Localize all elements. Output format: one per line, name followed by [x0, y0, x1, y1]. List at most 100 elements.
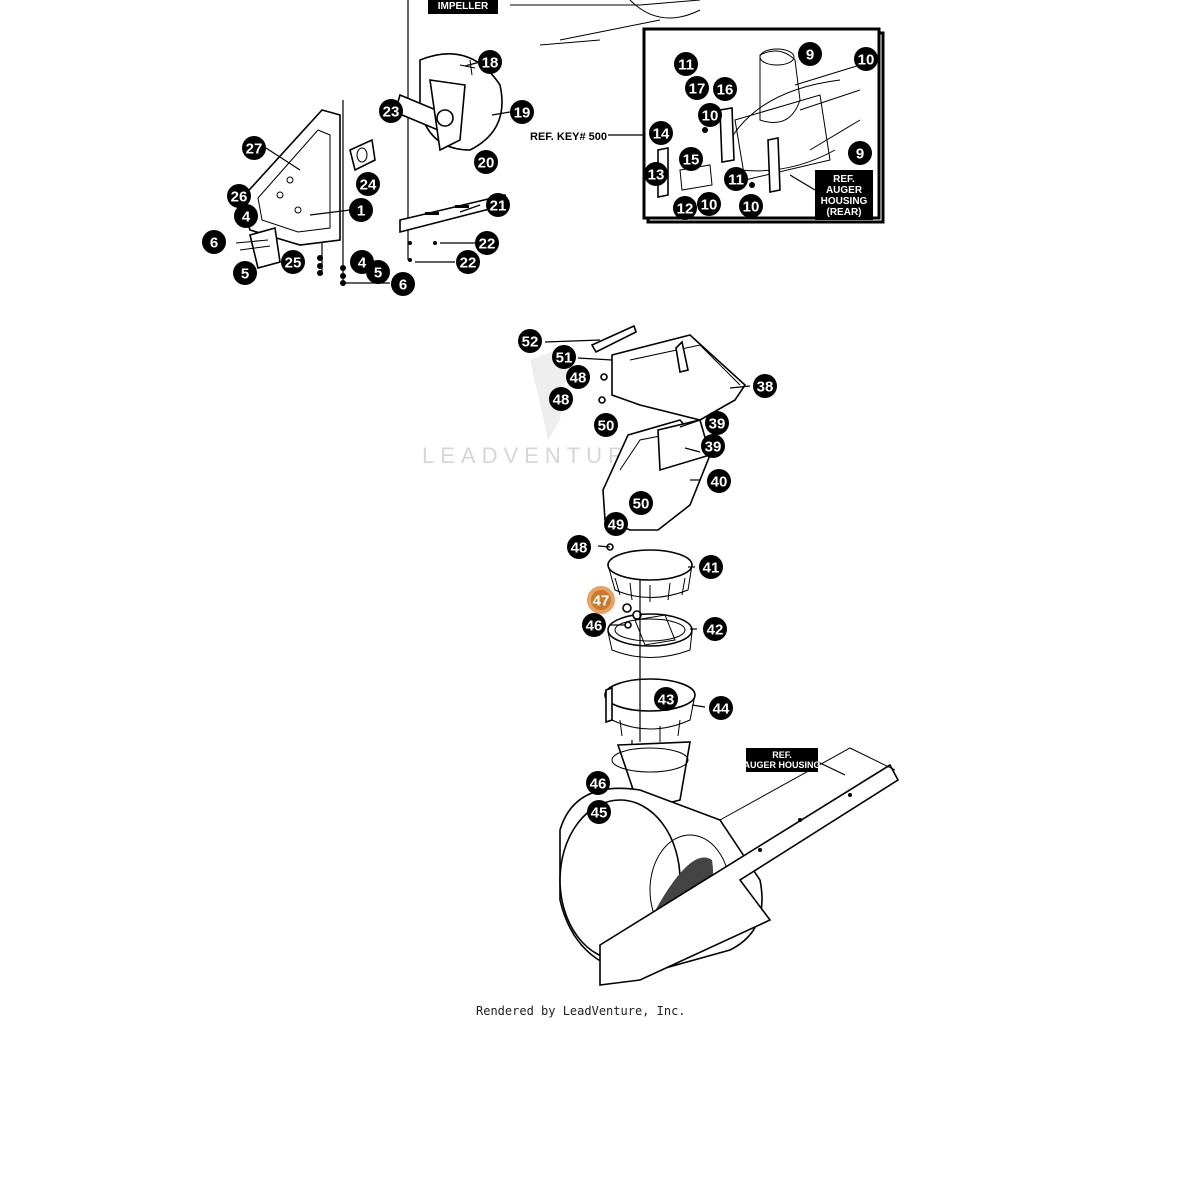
callout-10[interactable]: 10: [854, 47, 878, 71]
callout-circle: [654, 687, 678, 711]
callout-47[interactable]: 47: [587, 586, 615, 614]
callout-13[interactable]: 13: [644, 162, 668, 186]
impeller-ref-box: [428, 0, 498, 14]
callout-41[interactable]: 41: [699, 555, 723, 579]
callout-21[interactable]: 21: [486, 193, 510, 217]
callout-22[interactable]: 22: [456, 250, 480, 274]
callout-number: 9: [856, 146, 864, 163]
callout-circle: [699, 555, 723, 579]
callout-25[interactable]: 25: [281, 250, 305, 274]
callout-circle: [753, 374, 777, 398]
callout-46[interactable]: 46: [586, 771, 610, 795]
callout-5[interactable]: 5: [366, 260, 390, 284]
callout-19[interactable]: 19: [510, 100, 534, 124]
callout-40[interactable]: 40: [707, 469, 731, 493]
callout-number: 25: [285, 255, 302, 272]
callout-number: 46: [586, 618, 603, 635]
callout-circle: [679, 147, 703, 171]
callout-50[interactable]: 50: [594, 413, 618, 437]
callout-42[interactable]: 42: [703, 617, 727, 641]
callout-number: 15: [683, 152, 700, 169]
callout-5[interactable]: 5: [233, 261, 257, 285]
callout-45[interactable]: 45: [587, 800, 611, 824]
callout-circle: [644, 162, 668, 186]
callout-15[interactable]: 15: [679, 147, 703, 171]
callout-48[interactable]: 48: [566, 365, 590, 389]
callout-number: 51: [556, 350, 573, 367]
callout-10[interactable]: 10: [698, 103, 722, 127]
callout-48[interactable]: 48: [567, 535, 591, 559]
callout-circle: [356, 172, 380, 196]
callout-20[interactable]: 20: [474, 150, 498, 174]
callout-number: 4: [358, 255, 367, 272]
callout-26[interactable]: 26: [227, 184, 251, 208]
callout-number: 12: [677, 201, 694, 218]
callout-50[interactable]: 50: [629, 491, 653, 515]
callout-number: 50: [598, 418, 615, 435]
callout-number: 39: [705, 439, 722, 456]
callout-number: 21: [490, 198, 507, 215]
callout-number: 20: [478, 155, 495, 172]
callout-9[interactable]: 9: [848, 141, 872, 165]
callout-11[interactable]: 11: [674, 52, 698, 76]
callout-52[interactable]: 52: [518, 329, 542, 353]
callout-number: 45: [591, 805, 608, 822]
callout-49[interactable]: 49: [604, 512, 628, 536]
callout-number: 19: [514, 105, 531, 122]
callout-9[interactable]: 9: [798, 42, 822, 66]
callout-14[interactable]: 14: [649, 121, 673, 145]
callout-6[interactable]: 6: [202, 230, 226, 254]
callout-number: 42: [707, 622, 724, 639]
callout-circle: [566, 365, 590, 389]
callout-number: 6: [210, 235, 218, 252]
impeller-assembly-art: [235, 0, 701, 286]
callout-number: 10: [701, 197, 718, 214]
callout-24[interactable]: 24: [356, 172, 380, 196]
callout-number: 6: [399, 277, 407, 294]
auger-housing-rear-ref-box: [815, 170, 873, 220]
callout-23[interactable]: 23: [379, 99, 403, 123]
callout-circle: [649, 121, 673, 145]
callout-circle: [673, 196, 697, 220]
callout-circle: [349, 198, 373, 222]
callout-circle: [567, 535, 591, 559]
callout-38[interactable]: 38: [753, 374, 777, 398]
callout-46[interactable]: 46: [582, 613, 606, 637]
callout-1[interactable]: 1: [349, 198, 373, 222]
callout-circle: [582, 613, 606, 637]
callout-circle: [391, 272, 415, 296]
callout-circle: [474, 150, 498, 174]
callout-12[interactable]: 12: [673, 196, 697, 220]
callout-39[interactable]: 39: [701, 434, 725, 458]
callout-number: 48: [570, 370, 587, 387]
callout-10[interactable]: 10: [697, 192, 721, 216]
callout-number: 48: [553, 392, 570, 409]
callout-43[interactable]: 43: [654, 687, 678, 711]
callout-number: 10: [858, 52, 875, 69]
callout-16[interactable]: 16: [713, 77, 737, 101]
callout-4[interactable]: 4: [234, 204, 258, 228]
callout-17[interactable]: 17: [685, 76, 709, 100]
callout-circle: [848, 141, 872, 165]
callout-number: 44: [713, 701, 730, 718]
callout-circle: [510, 100, 534, 124]
callout-6[interactable]: 6: [391, 272, 415, 296]
callout-48[interactable]: 48: [549, 387, 573, 411]
callout-51[interactable]: 51: [552, 345, 576, 369]
callout-circle: [478, 50, 502, 74]
callout-circle: [233, 261, 257, 285]
callout-22[interactable]: 22: [475, 231, 499, 255]
callout-27[interactable]: 27: [242, 136, 266, 160]
callout-44[interactable]: 44: [709, 696, 733, 720]
callout-18[interactable]: 18: [478, 50, 502, 74]
callout-11[interactable]: 11: [724, 167, 748, 191]
chute-assembly-art: [544, 324, 900, 986]
callout-39[interactable]: 39: [705, 411, 729, 435]
auger-rear-ref-line-2: AUGER: [826, 185, 863, 196]
callout-circle: [739, 194, 763, 218]
callout-number: 43: [658, 692, 675, 709]
callout-number: 14: [653, 126, 670, 143]
callout-10[interactable]: 10: [739, 194, 763, 218]
